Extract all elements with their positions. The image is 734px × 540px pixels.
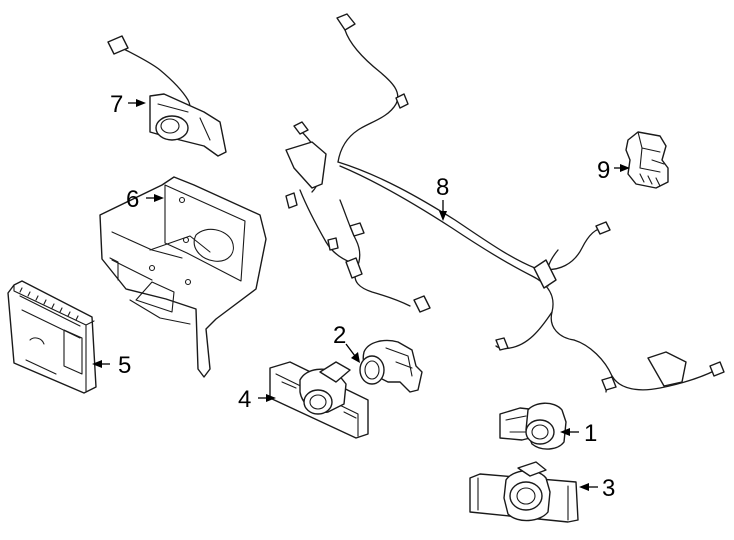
part-3-sensor-with-retainer[interactable] (469, 461, 579, 523)
callout-2: 2 (333, 322, 346, 349)
part-2-parking-sensor[interactable] (359, 339, 423, 393)
part-8-wiring-harness[interactable] (285, 13, 725, 393)
callout-3: 3 (602, 475, 615, 502)
part-9-connector[interactable] (625, 131, 669, 189)
part-5-control-module[interactable] (7, 280, 97, 394)
part-6-mounting-bracket[interactable] (99, 176, 267, 378)
part-1-parking-sensor[interactable] (499, 402, 567, 450)
callout-1: 1 (584, 420, 597, 447)
callout-9: 9 (597, 157, 610, 184)
callout-4: 4 (238, 386, 251, 413)
callout-7: 7 (110, 91, 123, 118)
callout-6: 6 (126, 186, 139, 213)
callout-5: 5 (118, 352, 131, 379)
callout-8: 8 (436, 174, 449, 201)
part-7-sensor-with-bracket[interactable] (107, 35, 227, 157)
part-4-sensor-with-retainer[interactable] (269, 361, 369, 439)
callout-leaders (92, 99, 630, 491)
callout-labels: 1 2 3 4 5 6 7 8 9 (110, 91, 615, 502)
